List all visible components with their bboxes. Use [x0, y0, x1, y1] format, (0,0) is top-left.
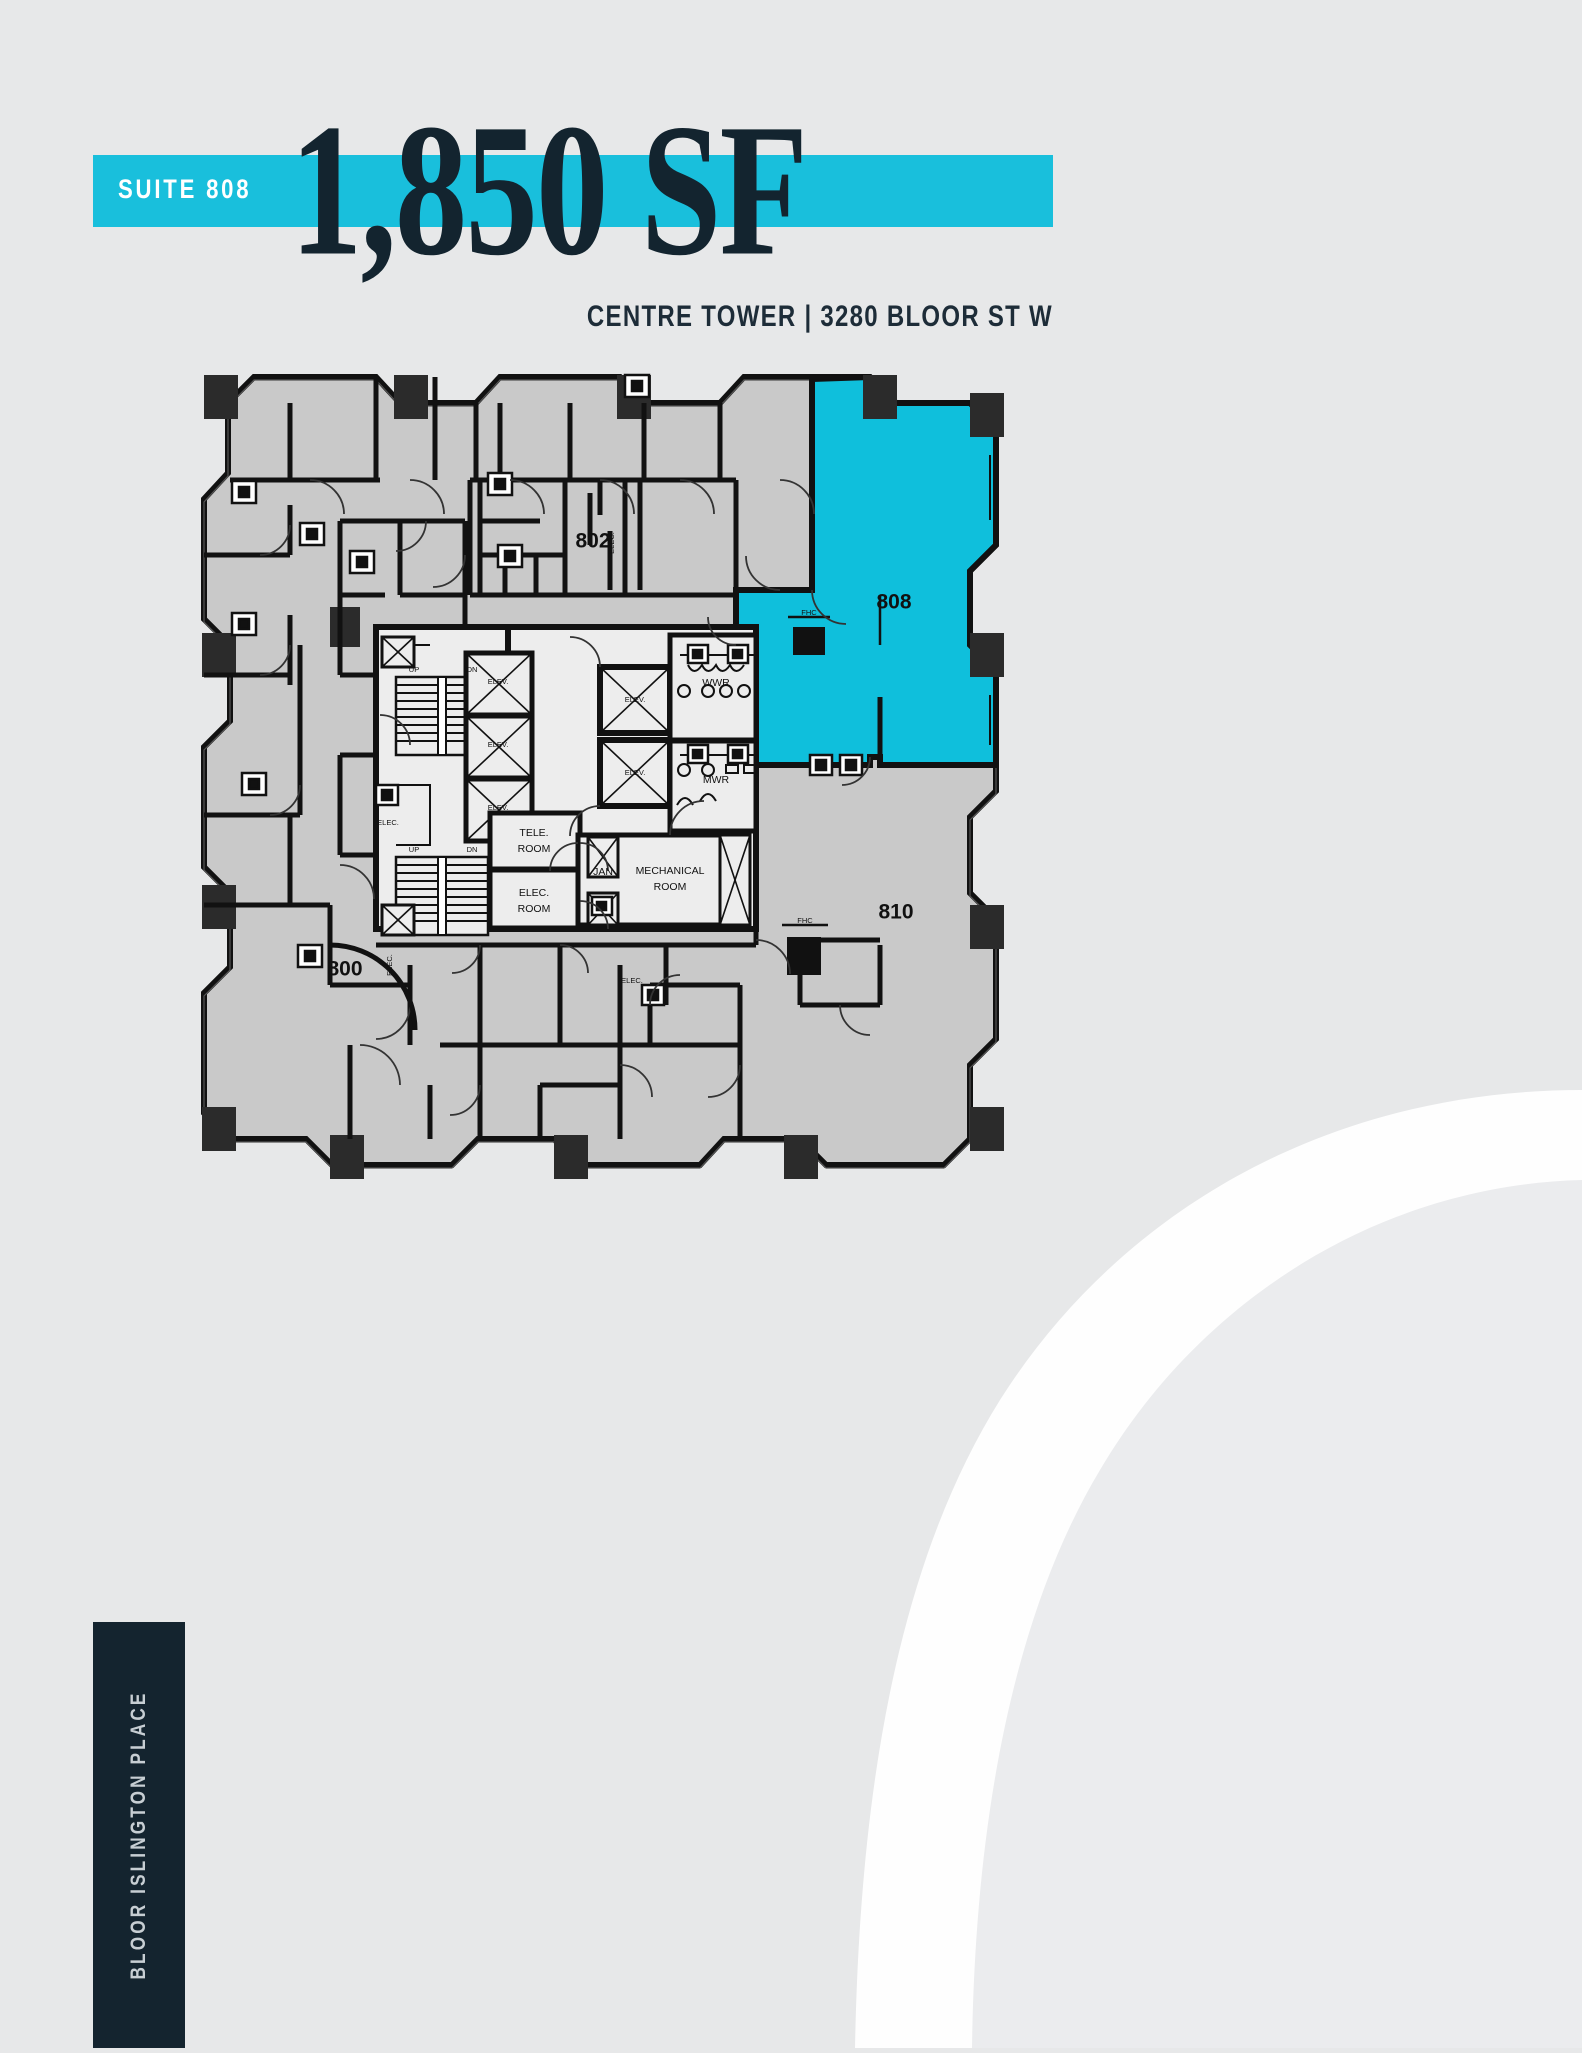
janitor-label: JAN	[593, 866, 613, 878]
brand-bar: BLOOR ISLINGTON PLACE	[93, 1622, 185, 2048]
womens-washroom-label: WWR	[702, 677, 730, 689]
mechanical-room-label-line1: MECHANICAL	[636, 865, 705, 877]
elevator-bank-east	[597, 664, 673, 809]
suite-label: SUITE 808	[118, 174, 252, 204]
tele-room-label-line1: TELE.	[519, 827, 548, 839]
elec-chase-1-label: ELEC.	[607, 532, 616, 554]
mechanical-room-label-line2: ROOM	[654, 881, 687, 893]
elevator-3-label: ELEV.	[488, 803, 509, 812]
stair-2-dn-label: DN	[467, 845, 478, 854]
suite-number-800: 800	[327, 958, 362, 981]
structural-columns	[202, 375, 1004, 1179]
elevator-4-label: ELEV.	[625, 695, 646, 704]
stair-1-dn-label: DN	[467, 665, 478, 674]
room-labels: 800 802 808 810 TELE. ROOM ELEC. ROOM ME…	[327, 530, 913, 985]
elevator-1-label: ELEV.	[488, 677, 509, 686]
suite-808-highlight[interactable]	[733, 373, 999, 768]
fhc-cabinets	[782, 615, 830, 975]
page-header: SUITE 808 1,850 SF CENTRE TOWER | 3280 B…	[0, 0, 1582, 333]
fhc-808-label: FHC	[801, 608, 817, 617]
page-title: 1,850 SF	[290, 85, 808, 296]
accent-band	[93, 155, 1053, 227]
stair-2-up-label: UP	[409, 845, 419, 854]
fhc-810-label: FHC	[797, 916, 813, 925]
elevator-5-label: ELEV.	[625, 768, 646, 777]
elec-chase-4-label: ELEC.	[621, 976, 643, 985]
interior-walls-nw	[204, 377, 479, 985]
elevator-2-label: ELEV.	[488, 740, 509, 749]
suite-number-810: 810	[878, 901, 913, 924]
column-markers	[230, 373, 864, 1007]
brand-bar-label: BLOOR ISLINGTON PLACE	[127, 1690, 150, 1980]
elec-room-label-line1: ELEC.	[519, 887, 549, 899]
building-address: CENTRE TOWER | 3280 BLOOR ST W	[586, 300, 1053, 333]
stair-1-up-label: UP	[409, 665, 419, 674]
elec-chase-3-label: ELEC.	[385, 954, 394, 976]
elec-chase-2-label: ELEC.	[377, 818, 399, 827]
tele-room-label-line2: ROOM	[518, 843, 551, 855]
floor-plan: 800 802 808 810 TELE. ROOM ELEC. ROOM ME…	[180, 345, 1060, 1225]
door-swings	[259, 479, 871, 1116]
suite-number-802: 802	[575, 530, 610, 553]
suite-number-808: 808	[876, 591, 911, 614]
elec-room-label-line2: ROOM	[518, 903, 551, 915]
mens-washroom-label: MWR	[703, 774, 730, 786]
building-core	[373, 624, 759, 937]
